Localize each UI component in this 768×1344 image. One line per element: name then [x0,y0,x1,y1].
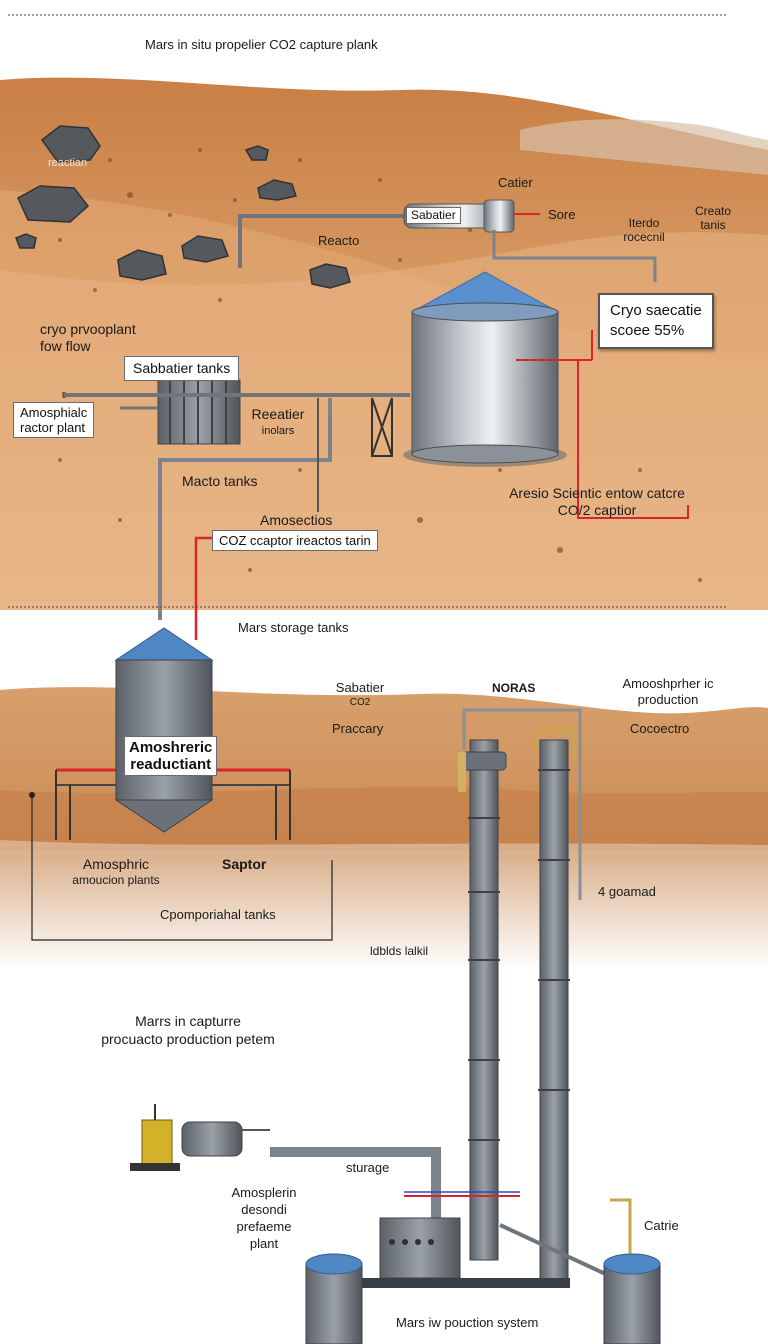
cpompor-label: Cpomporiahal tanks [160,907,276,922]
iterdo-line2: rocecnil [623,230,665,244]
cryo-flow-line1: cryo prvooplant [40,321,136,337]
amosphric-line1: Amosphric [82,856,150,872]
sabatier-line1: Sabatier [335,680,385,695]
page-title: Mars in situ propelier CO2 capture plank [145,37,378,52]
sturage-label: sturage [346,1160,390,1175]
creato-line2: tanis [700,218,726,232]
reactor-vessel-icon [130,1104,641,1292]
capture-line2: procuacto production petem [101,1031,275,1047]
amosphric-label: Amosphric amoucion plants [56,856,176,888]
aresio-line1: Aresio Scientic entow catcre [509,485,685,501]
noraa-label: NORAS [492,681,536,695]
rock-icon [15,125,351,289]
amosh-prod-label: Amooshprher ic production [604,676,732,708]
pebbles [58,148,702,582]
sabatier-tanks-box: Sabbatier tanks [124,356,240,381]
sabatier-co2-label: Sabatier CO2 [328,680,392,710]
sabatier-rack [62,379,410,640]
reacto-label: Reacto [318,233,360,248]
tank-label-line1: Amoshreric [129,739,213,756]
sore-label: Sore [548,207,576,222]
system-label: Mars iw pouction system [396,1315,539,1330]
capture-line1: Marrs in capturre [135,1013,241,1029]
amospl-line2: desondi [241,1202,287,1217]
storage-tank-icon [403,271,689,519]
amosphric-line2: amoucion plants [72,873,160,887]
reeatier-line1: Reeatier [251,406,305,422]
cryo-flow-line2: fow flow [40,338,91,354]
storage-title: Mars storage tanks [238,620,349,635]
tank-label-line2: reaductiant [130,756,212,773]
amosectios-label: Amosectios [260,512,333,528]
cryo-flow-label: cryo prvooplant fow flow [40,321,136,355]
cocoectro-label: Cocoectro [630,721,690,736]
distillation-column-icon [458,708,582,1281]
catier-label: Catier [498,175,533,190]
creato-label: Creato tanis [684,204,742,232]
amosphialc-box: Amosphialc ractor plant [13,402,95,438]
rock-label: reactian [48,157,88,169]
storage-tank-icon [305,1253,661,1344]
creato-line1: Creato [694,204,732,218]
catrie-label: Catrie [644,1218,679,1233]
macto-tanks-label: Macto tanks [182,473,258,489]
sabatier-line2: CO2 [349,697,371,708]
cryo-sabatier-box: Cryo saecatie scoee 55% [598,293,714,349]
aresio-line2: CO/2 captior [557,502,637,518]
amospl-line3: prefaeme [236,1219,292,1234]
praccary-label: Praccary [332,721,384,736]
idbids-label: ldblds lalkil [370,944,429,958]
reeatier-line2: inolars [261,425,295,437]
capture-label: Marrs in capturre procuacto production p… [90,1012,286,1048]
amosh-prod-line2: production [637,692,699,707]
iterdo-line1: Iterdo [628,216,660,230]
iterdo-label: Iterdo rocecnil [612,216,676,244]
amosh-prod-line1: Amooshprher ic [622,676,714,691]
bracket-line [31,795,333,941]
amospl-label: Amosplerin desondi prefaeme plant [214,1184,314,1252]
aresio-label: Aresio Scientic entow catcre CO/2 captio… [494,485,700,519]
reeatier-label: Reeatier inolars [240,406,316,440]
goamad-label: 4 goamad [598,884,656,899]
amospl-line4: plant [249,1236,279,1251]
sabatier-tag: Sabatier [406,207,461,224]
amosphialc-line1: Amosphialc [20,405,88,420]
storage-tank-icon [55,627,291,840]
distant-mountain [520,119,768,175]
amospl-line1: Amosplerin [231,1185,297,1200]
amosphialc-line2: ractor plant [20,420,86,435]
tank-label-box: Amoshreric reaductiant [124,736,218,776]
cryo-box-line2: scoee 55% [610,322,685,339]
saptor-label: Saptor [222,856,267,872]
co2-captor-box: COZ ccaptor ireactos tarin [212,530,378,551]
cryo-box-line1: Cryo saecatie [610,302,702,319]
